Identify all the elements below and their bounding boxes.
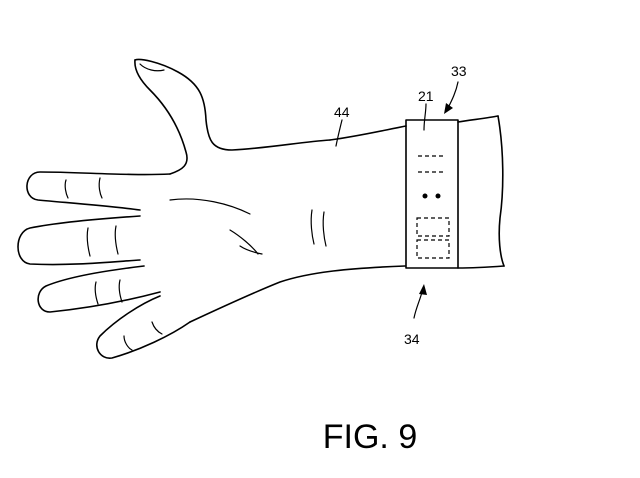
wrist-top bbox=[330, 126, 406, 140]
forearm-top bbox=[458, 116, 498, 122]
leader-lines bbox=[336, 82, 458, 318]
leader-21 bbox=[424, 104, 426, 130]
thumb-outline bbox=[135, 60, 330, 151]
figure-caption: FIG. 9 bbox=[0, 418, 640, 457]
indicator-dot-1 bbox=[423, 194, 428, 199]
thumb-inner bbox=[135, 60, 187, 174]
little-finger bbox=[97, 296, 190, 358]
ref-label-21: 21 bbox=[418, 88, 434, 104]
ref-label-34: 34 bbox=[404, 331, 420, 347]
palm-bottom bbox=[190, 266, 405, 322]
arrow-33-shaft bbox=[448, 82, 458, 108]
wristband-outline bbox=[406, 120, 458, 268]
hand-drawing bbox=[18, 60, 504, 359]
leader-44 bbox=[336, 120, 342, 146]
wristband bbox=[406, 120, 458, 268]
index-finger bbox=[27, 172, 170, 210]
ref-label-33: 33 bbox=[451, 63, 467, 79]
arrow-34-shaft bbox=[414, 292, 422, 318]
module-box-1 bbox=[417, 218, 449, 236]
ref-label-44: 44 bbox=[334, 104, 350, 120]
forearm-bottom bbox=[458, 266, 504, 268]
arrow-33-head bbox=[444, 103, 453, 114]
forearm-end bbox=[498, 116, 504, 266]
indicator-dot-2 bbox=[436, 194, 441, 199]
thumb-nail bbox=[140, 64, 164, 71]
arrow-34-head bbox=[419, 284, 427, 295]
module-box-2 bbox=[417, 240, 449, 258]
middle-finger bbox=[18, 216, 140, 265]
